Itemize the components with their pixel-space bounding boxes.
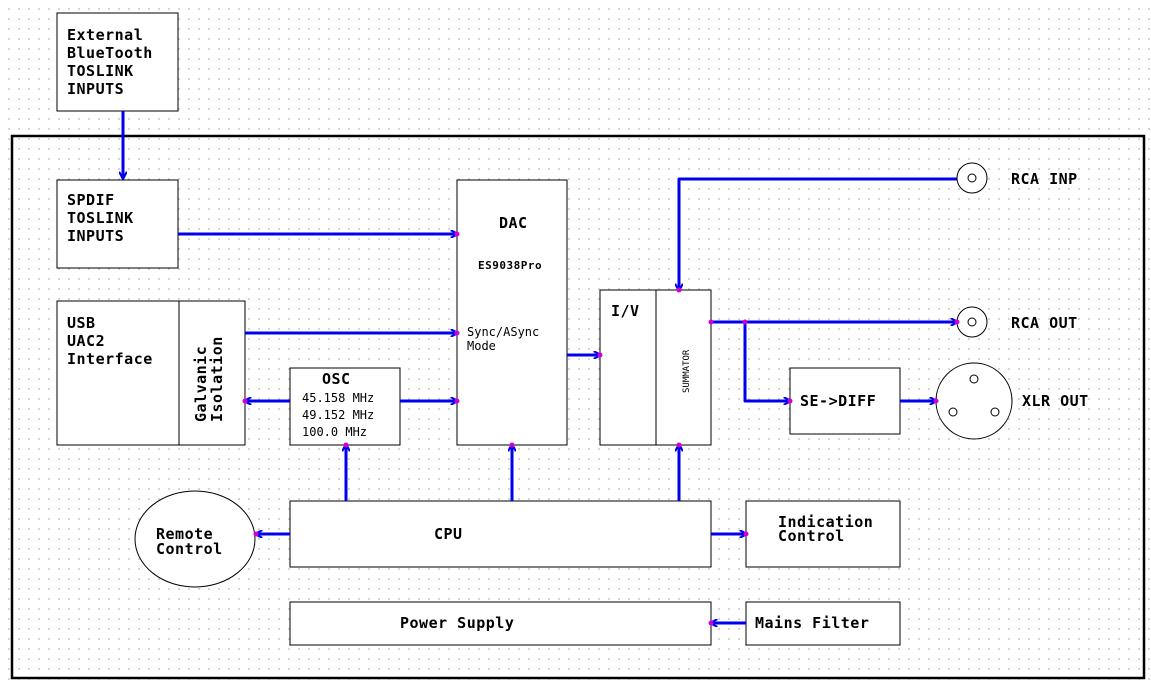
dac-mode-2: Mode bbox=[467, 339, 496, 353]
galvanic-line-2: Isolation bbox=[208, 336, 226, 422]
mains-filter-label: Mains Filter bbox=[755, 614, 869, 632]
indication-block: Indication Control bbox=[745, 500, 901, 568]
remote-line-1: Remote bbox=[156, 525, 213, 543]
se-diff-block: SE->DIFF bbox=[789, 367, 901, 435]
spdif-line-2: TOSLINK bbox=[67, 209, 134, 227]
osc-freq-1: 45.158 MHz bbox=[302, 391, 374, 405]
indication-line-1: Indication bbox=[778, 513, 873, 531]
usb-line-3: Interface bbox=[67, 350, 153, 368]
usb-line-2: UAC2 bbox=[67, 332, 105, 350]
osc-title: OSC bbox=[322, 370, 351, 388]
cpu-label: CPU bbox=[434, 525, 463, 543]
remote-line-2: Control bbox=[156, 540, 223, 558]
external-line-3: TOSLINK bbox=[67, 62, 134, 80]
dac-chip: ES9038Pro bbox=[478, 259, 542, 272]
external-line-1: External bbox=[67, 26, 143, 44]
spdif-line-3: INPUTS bbox=[67, 227, 124, 245]
indication-line-2: Control bbox=[778, 527, 845, 545]
power-supply-block: Power Supply bbox=[289, 601, 712, 646]
signal-wires bbox=[123, 111, 957, 623]
usb-line-1: USB bbox=[67, 314, 96, 332]
iv-label: I/V bbox=[611, 302, 640, 320]
rca-inp-connector: RCA INP bbox=[956, 162, 1078, 194]
summator-label: SUMMATOR bbox=[682, 349, 692, 393]
device-enclosure bbox=[10, 134, 1146, 680]
spdif-line-1: SPDIF bbox=[67, 191, 115, 209]
se-diff-label: SE->DIFF bbox=[800, 392, 876, 410]
power-supply-label: Power Supply bbox=[400, 614, 514, 632]
xlr-out-connector: XLR OUT bbox=[935, 362, 1089, 440]
summator-label-group: SUMMATOR bbox=[682, 349, 692, 393]
cpu-block: CPU bbox=[289, 500, 712, 568]
external-inputs-block: External BlueTooth TOSLINK INPUTS bbox=[56, 12, 179, 112]
rca-out-connector: RCA OUT bbox=[956, 306, 1078, 338]
mains-filter-block: Mains Filter bbox=[745, 601, 901, 646]
iv-summator-block: I/V SUMMATOR bbox=[599, 289, 712, 446]
galvanic-isolation-label: Galvanic Isolation bbox=[192, 336, 226, 422]
galvanic-line-1: Galvanic bbox=[192, 346, 210, 422]
wire-rca-inp-to-summator bbox=[679, 177, 957, 290]
dac-mode-1: Sync/ASync bbox=[467, 325, 539, 339]
spdif-block: SPDIF TOSLINK INPUTS bbox=[56, 179, 179, 269]
dac-title: DAC bbox=[499, 214, 528, 232]
remote-control-block: Remote Control bbox=[134, 490, 256, 588]
osc-freq-3: 100.0 MHz bbox=[302, 425, 367, 439]
xlr-out-label: XLR OUT bbox=[1022, 392, 1089, 410]
wire-summator-to-se-diff bbox=[743, 322, 790, 401]
osc-block: OSC 45.158 MHz 49.152 MHz 100.0 MHz bbox=[289, 367, 401, 446]
rca-inp-label: RCA INP bbox=[1011, 170, 1078, 188]
pin-markers bbox=[242, 231, 960, 626]
usb-block: USB UAC2 Interface Galvanic Isolation bbox=[56, 300, 246, 446]
dac-block: DAC ES9038Pro Sync/ASync Mode bbox=[456, 179, 568, 446]
rca-out-label: RCA OUT bbox=[1011, 314, 1078, 332]
external-line-2: BlueTooth bbox=[67, 44, 153, 62]
external-line-4: INPUTS bbox=[67, 80, 124, 98]
osc-freq-2: 49.152 MHz bbox=[302, 408, 374, 422]
